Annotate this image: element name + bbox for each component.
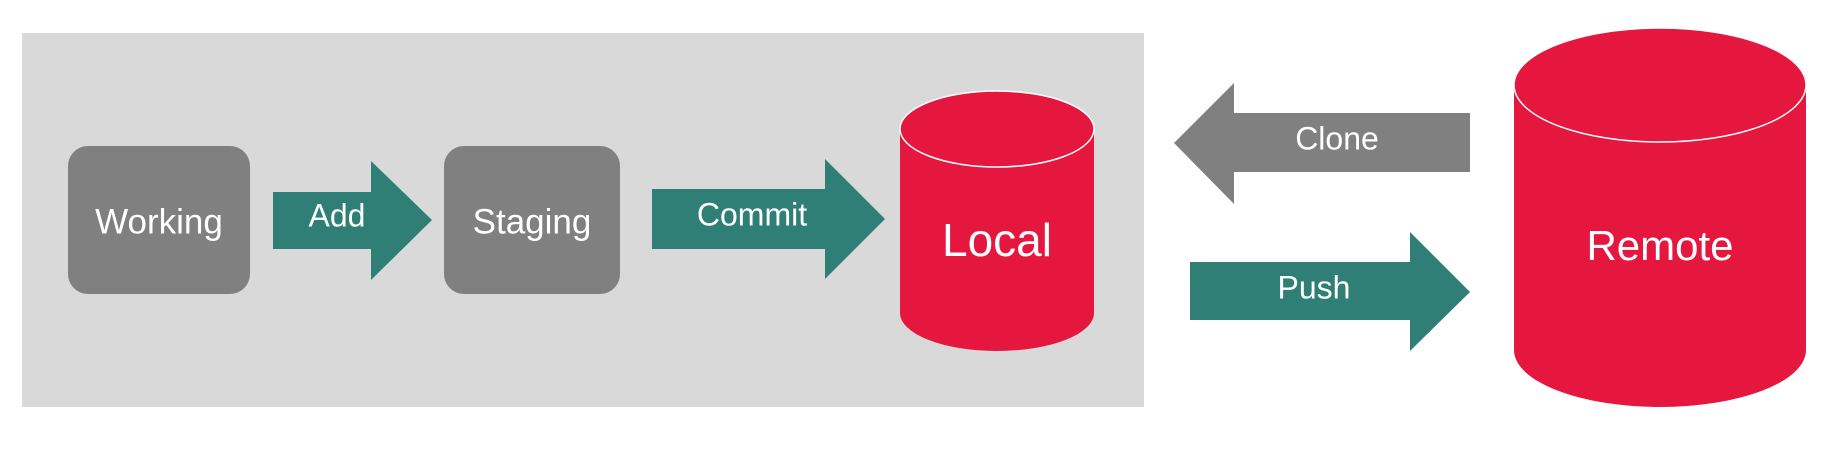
commit-arrow-label: Commit xyxy=(697,196,807,232)
remote-cylinder-body xyxy=(1514,85,1806,407)
remote-label: Remote xyxy=(1586,222,1733,269)
commit-arrow: Commit xyxy=(652,159,885,279)
clone-arrow: Clone xyxy=(1174,83,1470,204)
working-node: Working xyxy=(68,146,250,294)
add-arrow-shape xyxy=(273,161,432,280)
add-arrow: Add xyxy=(273,161,432,280)
staging-node: Staging xyxy=(444,146,620,294)
local-cylinder-body xyxy=(900,129,1094,351)
add-arrow-label: Add xyxy=(309,197,366,233)
remote-repo-cylinder: Remote xyxy=(1513,27,1807,407)
clone-arrow-label: Clone xyxy=(1295,120,1379,156)
push-arrow-label: Push xyxy=(1278,269,1351,305)
working-label: Working xyxy=(95,202,223,241)
push-arrow: Push xyxy=(1190,232,1470,351)
local-repo-cylinder: Local xyxy=(899,90,1095,351)
commit-arrow-shape xyxy=(652,159,885,279)
local-label: Local xyxy=(942,214,1052,266)
push-arrow-shape xyxy=(1190,232,1470,351)
remote-cylinder-top xyxy=(1513,27,1807,143)
clone-arrow-shape xyxy=(1174,83,1470,204)
staging-label: Staging xyxy=(473,202,592,241)
staging-box xyxy=(444,146,620,294)
local-cylinder-top xyxy=(899,90,1095,168)
working-box xyxy=(68,146,250,294)
